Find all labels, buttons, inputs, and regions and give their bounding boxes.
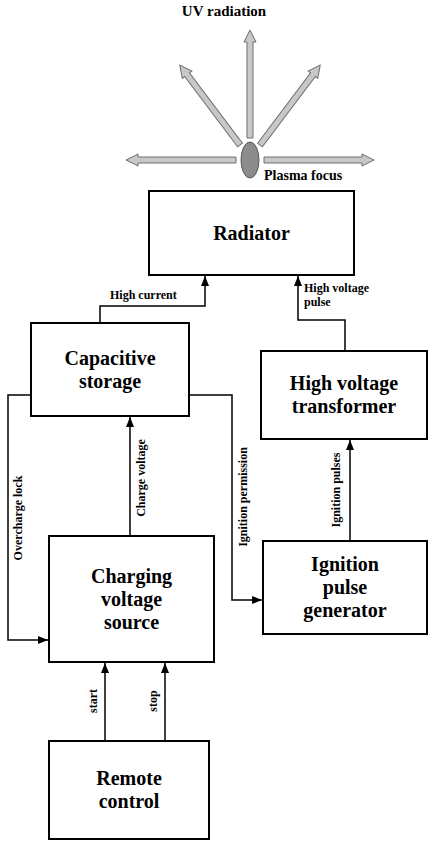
box-text: Capacitive storage [45, 347, 175, 393]
signal-label: Charge voltage [135, 439, 149, 517]
block-box: Ignition pulse generator [262, 540, 428, 635]
signal-arrow [8, 395, 48, 640]
box-text: High voltage transformer [274, 372, 414, 418]
box-text: Charging voltage source [77, 565, 187, 634]
box-text: Radiator [213, 222, 290, 245]
plasma-focus-shape [241, 142, 259, 178]
signal-arrow [349, 440, 351, 540]
figure-label: UV radiation [182, 3, 266, 20]
block-box: Radiator [148, 190, 355, 276]
radiation-arrow [264, 154, 374, 166]
box-text: Remote control [69, 767, 189, 813]
signal-label: High voltage pulse [304, 282, 389, 310]
signal-label: start [87, 689, 101, 713]
signal-label: Overcharge lock [12, 476, 26, 561]
radiation-arrow [255, 62, 325, 149]
radiation-arrow [126, 154, 236, 166]
radiation-arrow [175, 62, 245, 149]
signal-label: High current [110, 289, 205, 303]
signal-arrow [129, 417, 131, 535]
signal-arrow [100, 276, 205, 322]
figure-label: Plasma focus [264, 168, 342, 184]
radiation-arrow [244, 30, 256, 138]
signal-arrow [164, 663, 166, 740]
signal-label: Ignition pulses [330, 452, 344, 527]
block-box: Capacitive storage [30, 322, 190, 417]
block-box: Remote control [48, 740, 210, 840]
signal-label: stop [147, 690, 161, 711]
signal-arrow [104, 663, 106, 740]
signal-label: Ignition permission [237, 447, 251, 547]
box-text: Ignition pulse generator [290, 553, 400, 622]
block-box: High voltage transformer [260, 350, 428, 440]
block-box: Charging voltage source [48, 535, 215, 663]
